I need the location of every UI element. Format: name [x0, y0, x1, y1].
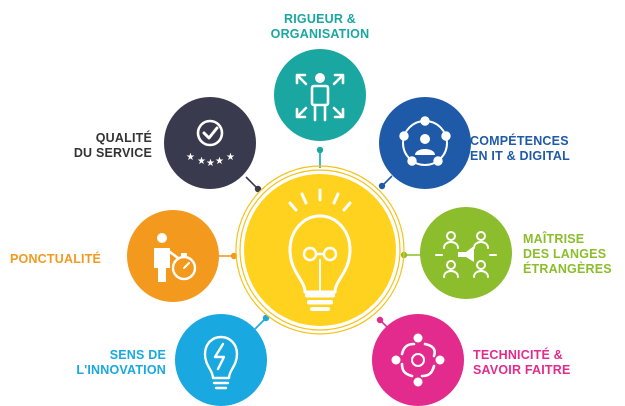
label-line: TECHNICITÉ & — [473, 348, 563, 362]
node-qualite: ★ ★ ★ ★ ★ — [164, 97, 256, 189]
label-technicite: TECHNICITÉ & SAVOIR FAITRE — [473, 348, 571, 378]
svg-text:★: ★ — [206, 158, 215, 169]
center-node — [235, 165, 405, 335]
label-line: ORGANISATION — [270, 27, 370, 41]
label-line: DU SERVICE — [73, 146, 152, 160]
check-stars-icon: ★ ★ ★ ★ ★ — [186, 119, 235, 169]
label-line: SENS DE — [109, 348, 166, 362]
svg-text:★: ★ — [197, 156, 206, 167]
svg-text:★: ★ — [215, 156, 224, 167]
label-qualite: QUALITÉ DU SERVICE — [40, 131, 152, 161]
label-competences: COMPÉTENCES EN IT & DIGITAL — [470, 134, 570, 164]
node-maitrise — [420, 207, 512, 299]
label-line: PONCTUALITÉ — [10, 252, 102, 266]
connector-dot-competences — [378, 182, 386, 190]
label-ponctualite: PONCTUALITÉ — [10, 252, 101, 267]
node-rigueur — [274, 49, 366, 141]
node-competences — [379, 97, 471, 189]
people-megaphone-icon — [435, 231, 497, 278]
node-ponctualite — [127, 210, 219, 302]
label-innovation: SENS DE L'INNOVATION — [60, 348, 166, 378]
label-line: SAVOIR FAITRE — [473, 363, 571, 377]
label-line: QUALITÉ — [95, 131, 152, 145]
label-maitrise: MAÎTRISE DES LANGES ÉTRANGÈRES — [523, 232, 612, 277]
node-innovation — [175, 314, 267, 406]
label-line: EN IT & DIGITAL — [470, 149, 570, 163]
label-rigueur: RIGUEUR & ORGANISATION — [250, 12, 390, 42]
label-line: RIGUEUR & — [284, 12, 356, 26]
label-line: MAÎTRISE — [523, 232, 585, 246]
connector-dot-technicite — [376, 316, 384, 324]
person-arrows-icon — [295, 73, 345, 122]
node-technicite — [372, 314, 464, 406]
svg-text:★: ★ — [226, 152, 235, 163]
person-stopwatch-icon — [154, 233, 197, 282]
lightbulb-glasses-icon — [288, 188, 352, 294]
network-person-icon — [399, 116, 451, 166]
teamwork-circle-icon — [391, 333, 445, 387]
label-line: L'INNOVATION — [76, 363, 166, 377]
label-line: COMPÉTENCES — [470, 134, 569, 148]
connector-dot-rigueur — [316, 146, 324, 154]
bulb-lightning-icon — [203, 335, 239, 390]
connector-dot-qualite — [254, 185, 262, 193]
label-line: DES LANGES — [523, 247, 607, 261]
svg-text:★: ★ — [186, 152, 195, 163]
label-line: ÉTRANGÈRES — [523, 262, 612, 276]
